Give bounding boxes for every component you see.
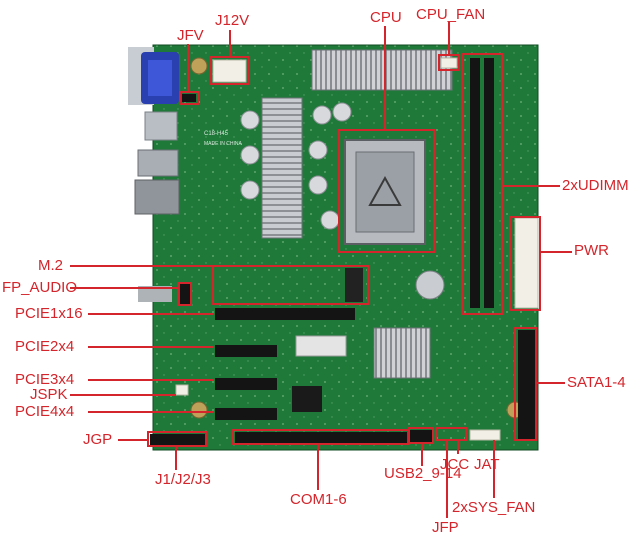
pcie3-slot bbox=[215, 378, 277, 390]
label-j12v: J12V bbox=[215, 12, 250, 29]
dimm-slot-1 bbox=[470, 58, 480, 308]
label-jgp: JGP bbox=[83, 431, 113, 448]
jspk-header bbox=[175, 384, 189, 396]
top-connector-strip bbox=[311, 49, 453, 91]
atx-power-connector bbox=[514, 217, 539, 309]
label-cpu: CPU bbox=[370, 9, 402, 26]
pcie1-slot bbox=[215, 308, 355, 320]
fpaudio-box bbox=[177, 282, 192, 306]
silk-made: MADE IN CHINA bbox=[204, 141, 242, 147]
dimm-slot-2 bbox=[484, 58, 494, 308]
label-sata: SATA1-4 bbox=[567, 374, 626, 391]
vrm-heatsink bbox=[261, 97, 303, 239]
cpufan-header bbox=[440, 57, 458, 69]
jfv-header bbox=[182, 94, 196, 102]
jcc-box bbox=[435, 427, 467, 441]
leader-lines bbox=[70, 22, 572, 518]
label-jspk: JSPK bbox=[30, 386, 68, 403]
label-pwr: PWR bbox=[574, 242, 609, 259]
j123-headers bbox=[150, 434, 205, 445]
chipset-heatsink bbox=[373, 327, 431, 379]
label-jat: JAT bbox=[474, 456, 500, 473]
fan-headers bbox=[469, 429, 501, 441]
label-usb2: USB2_9-14 bbox=[384, 465, 462, 482]
label-jcc: JCC bbox=[440, 456, 470, 473]
usb-header bbox=[410, 430, 432, 442]
chipset-label bbox=[295, 335, 347, 357]
label-cpu-fan: CPU_FAN bbox=[416, 6, 486, 23]
sata-ports bbox=[518, 330, 536, 440]
label-pcie3: PCIE3x4 bbox=[15, 371, 75, 388]
label-pcie1: PCIE1x16 bbox=[15, 305, 83, 322]
j12v-connector bbox=[212, 59, 247, 83]
pcie2-slot bbox=[215, 345, 277, 357]
label-fp-audio: FP_AUDIO bbox=[2, 279, 78, 296]
label-udimm: 2xUDIMM bbox=[562, 177, 629, 194]
label-j123: J1/J2/J3 bbox=[155, 471, 211, 488]
label-com: COM1-6 bbox=[290, 491, 347, 508]
label-pcie4: PCIE4x4 bbox=[15, 403, 75, 420]
chip-square bbox=[292, 386, 322, 412]
pwr-box bbox=[509, 216, 541, 311]
cmos-battery bbox=[415, 270, 445, 300]
cpu-box bbox=[338, 129, 435, 253]
m2-box bbox=[212, 265, 369, 305]
label-pcie2: PCIE2x4 bbox=[15, 338, 75, 355]
vrm-chokes bbox=[240, 102, 352, 230]
com-headers bbox=[235, 432, 407, 443]
label-jfp: JFP bbox=[432, 519, 459, 536]
label-jfv: JFV bbox=[177, 27, 204, 44]
m2-slot bbox=[345, 268, 363, 302]
silk-print: C18-H45 bbox=[204, 131, 229, 137]
label-m2: M.2 bbox=[38, 257, 64, 274]
fpaudio-header bbox=[180, 284, 190, 304]
rear-io bbox=[128, 47, 180, 302]
udimm-box bbox=[461, 53, 503, 315]
label-sysfan: 2xSYS_FAN bbox=[452, 499, 536, 516]
pcie4-slot bbox=[215, 408, 277, 420]
